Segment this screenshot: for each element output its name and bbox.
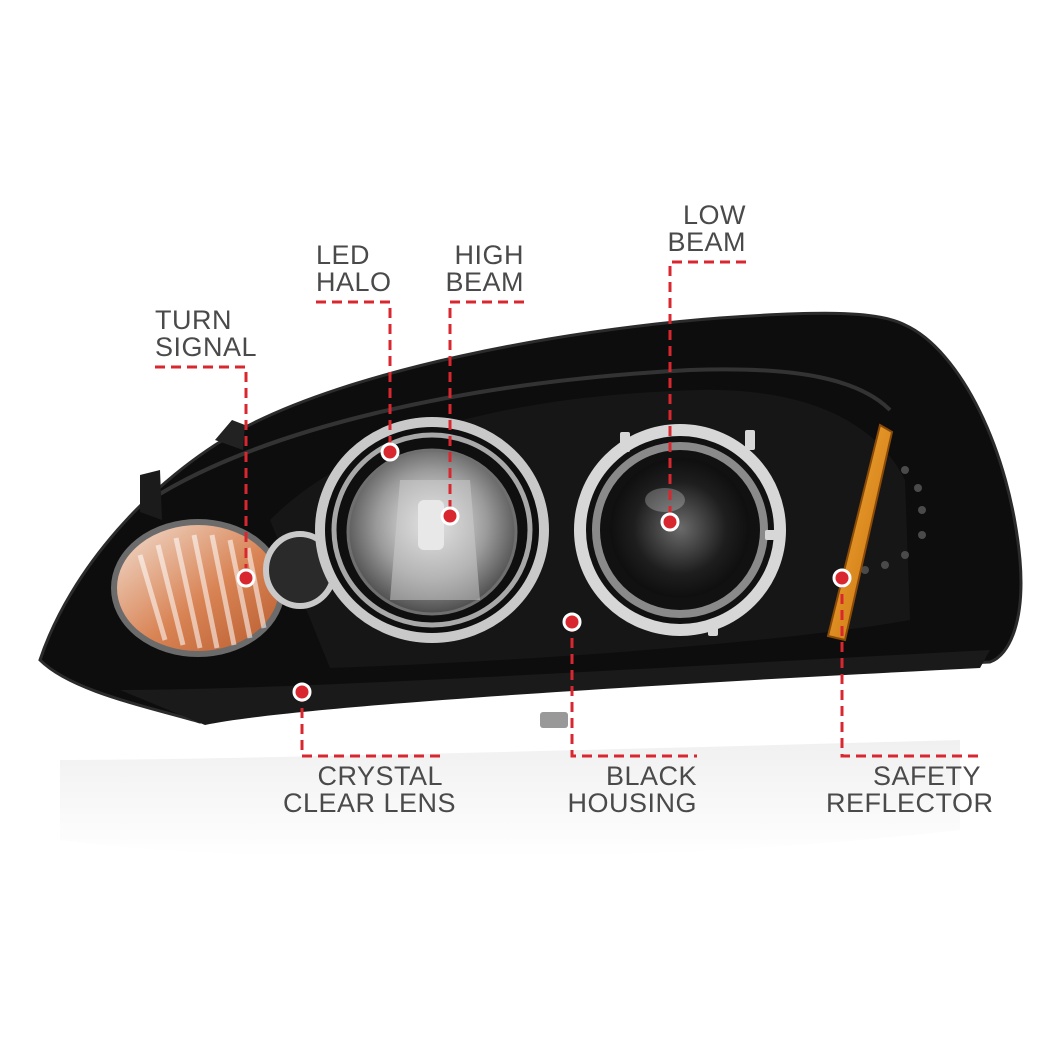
callout-dot-led-halo: [380, 442, 400, 462]
callout-label-line: HIGH: [454, 240, 524, 270]
callout-dot-high-beam: [440, 506, 460, 526]
callout-dot-black-housing: [562, 612, 582, 632]
callout-label-crystal-clear-lens: CRYSTAL CLEAR LENS: [283, 761, 457, 818]
callout-label-line: TURN: [155, 305, 232, 335]
turn-signal-lens: [111, 519, 285, 657]
callout-label-line: SAFETY: [872, 761, 981, 791]
callout-dot-low-beam: [660, 512, 680, 532]
callout-label-line: BEAM: [667, 227, 746, 257]
callout-label-turn-signal: TURN SIGNAL: [155, 307, 257, 361]
high-beam-assembly: [315, 417, 549, 643]
callout-dot-crystal-clear-lens: [292, 682, 312, 702]
callout-lines: [155, 260, 981, 758]
callout-label-led-halo: LED HALO: [316, 242, 392, 296]
callout-label-safety-reflector: SAFETY REFLECTOR: [826, 761, 994, 818]
callout-label-low-beam: LOW BEAM: [646, 202, 746, 256]
low-beam-assembly: [574, 424, 786, 636]
led-strip: [861, 466, 926, 574]
callout-label-line: CRYSTAL: [317, 761, 443, 791]
callout-label-line: LED: [316, 240, 371, 270]
callout-label-line: HALO: [316, 267, 392, 297]
callout-dot-turn-signal: [236, 568, 256, 588]
callout-dots: [236, 442, 852, 702]
callout-dot-safety-reflector: [832, 568, 852, 588]
callout-label-line: REFLECTOR: [826, 788, 994, 818]
floor-reflection: [60, 740, 960, 859]
callout-label-line: HOUSING: [567, 788, 697, 818]
callout-label-high-beam: HIGH BEAM: [424, 242, 524, 296]
callout-label-line: SIGNAL: [155, 332, 258, 362]
callout-label-black-housing: BLACK HOUSING: [567, 763, 697, 817]
callout-label-line: LOW: [682, 200, 746, 230]
callout-label-line: BEAM: [445, 267, 524, 297]
callout-label-line: CLEAR LENS: [283, 788, 457, 818]
callout-label-line: BLACK: [605, 761, 697, 791]
